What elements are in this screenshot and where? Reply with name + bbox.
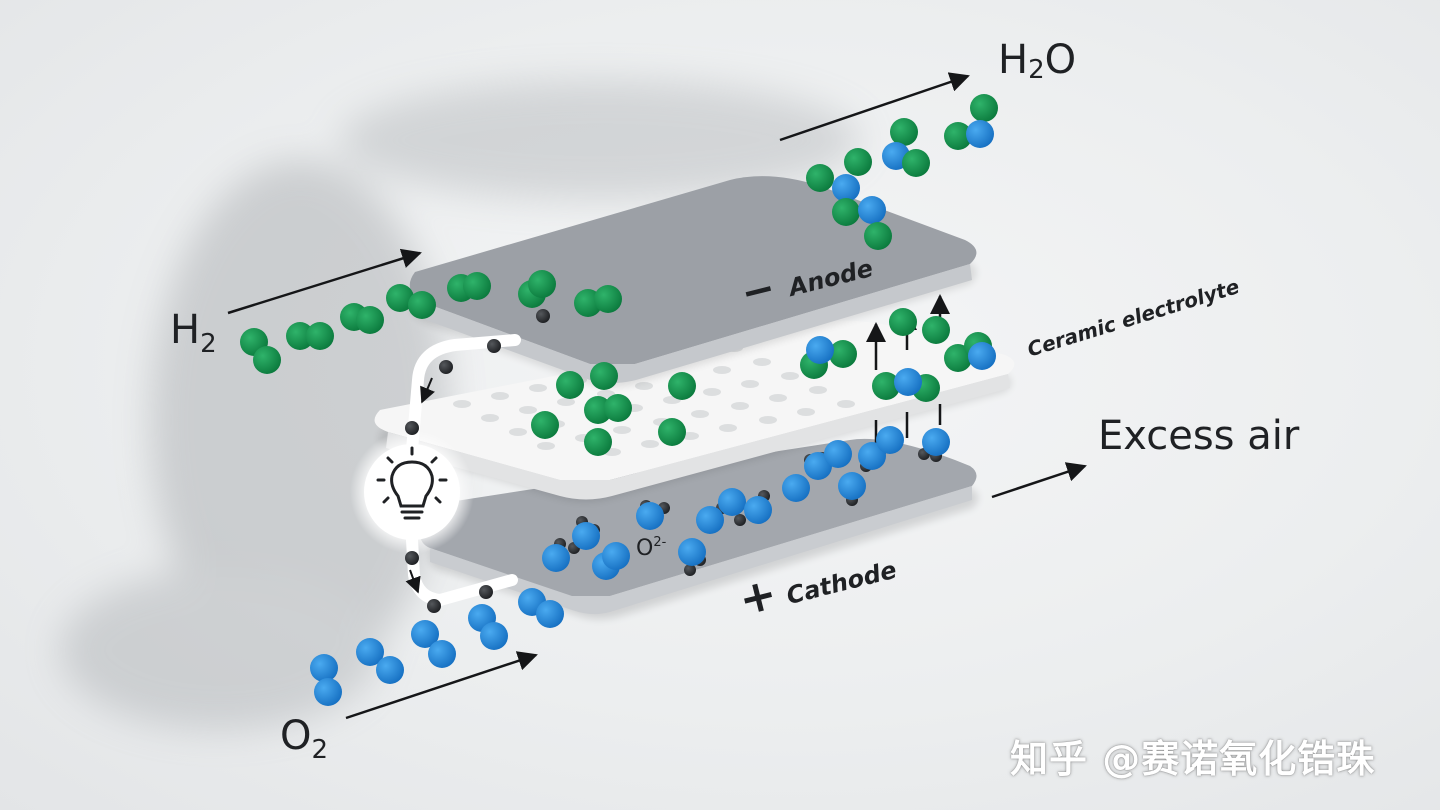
h2o-label-subscript: 2 <box>1028 55 1045 85</box>
anode-plate <box>409 176 977 387</box>
oxide-ion-label: O2- <box>636 535 667 561</box>
oxide-ion-main: O <box>636 536 654 561</box>
excess-air-label: Excess air <box>1098 413 1300 459</box>
background-shadows <box>60 80 860 730</box>
h2o-label-h: H <box>998 37 1029 83</box>
o2-label: O2 <box>280 713 328 763</box>
oxide-ion-superscript: 2- <box>653 535 667 550</box>
h2-label-subscript: 2 <box>200 329 217 359</box>
o2-label-main: O <box>280 713 312 759</box>
hydrogen-molecules <box>240 270 992 456</box>
h2-label-main: H <box>170 307 201 353</box>
lightbulb-icon <box>350 430 474 554</box>
water-molecules <box>806 94 998 396</box>
h2-label: H2 <box>170 307 217 357</box>
oxide-ions <box>542 426 950 580</box>
o2-label-subscript: 2 <box>311 735 329 765</box>
flow-arrows <box>227 72 1087 720</box>
external-circuit <box>405 334 521 607</box>
h2o-label-o: O <box>1044 37 1077 83</box>
electrons <box>405 309 550 613</box>
watermark: 知乎 @赛诺氧化锆珠 <box>1010 737 1376 781</box>
oxygen-molecules <box>310 588 564 706</box>
h2o-label: H2O <box>998 37 1077 83</box>
